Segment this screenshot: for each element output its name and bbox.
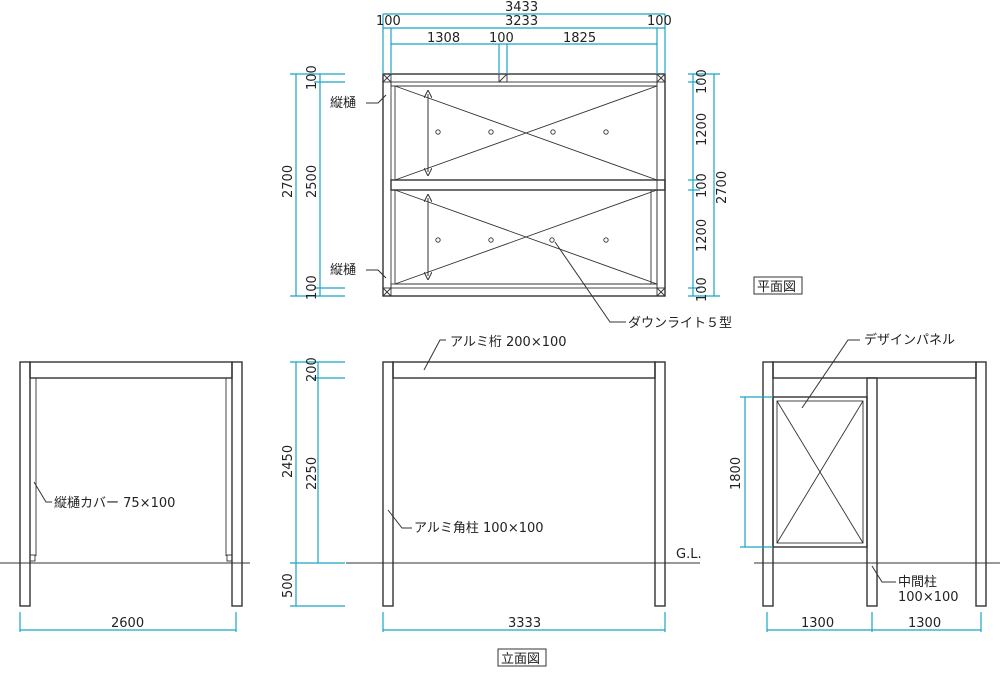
dim-plan-right-edge: 100: [647, 14, 672, 29]
dim-back-left: 1300: [801, 616, 834, 631]
back-dimensions: [740, 396, 982, 632]
dim-plan-right-bay1: 1200: [695, 113, 710, 146]
downlight-leader: [554, 241, 626, 323]
plan-view: 縦樋 縦樋 ダウンライト５型 平面図: [330, 73, 803, 331]
plan-outer-frame: [382, 73, 666, 297]
front-elevation: アルミ桁 200×100 アルミ角柱 100×100: [382, 335, 666, 607]
dim-plan-right-top: 100: [695, 69, 710, 94]
dim-plan-mid: 100: [489, 31, 514, 46]
dim-plan-inner: 3233: [505, 14, 538, 29]
beam-leader: [423, 339, 446, 371]
side-gutter-foot-left: [29, 554, 36, 562]
dim-front-clear: 2250: [305, 457, 320, 490]
side-beam: [29, 361, 233, 379]
dim-plan-bay-left: 1308: [427, 31, 460, 46]
dim-plan-left-inner: 2500: [305, 165, 320, 198]
plan-top-beam: [390, 81, 658, 87]
dim-plan-right-mid: 100: [695, 173, 710, 198]
downlight-label: ダウンライト５型: [628, 316, 732, 331]
beam-label: アルミ桁 200×100: [450, 335, 567, 350]
dim-front-below: 500: [281, 573, 296, 598]
dim-front-total-height: 2450: [281, 445, 296, 478]
dim-side-width: 2600: [111, 616, 144, 631]
side-left-post: [19, 361, 31, 607]
dim-plan-total: 3433: [505, 0, 538, 15]
panel-leader: [801, 339, 860, 409]
plan-bottom-beam: [390, 283, 658, 289]
elevation-label-box: [497, 648, 547, 667]
dim-plan-left-top: 100: [305, 65, 320, 90]
gutter-leader-bottom: [366, 269, 387, 279]
side-dimensions: [19, 612, 237, 632]
front-left-post: [382, 361, 394, 607]
ground-label: G.L.: [676, 547, 702, 562]
front-dimensions: [290, 361, 666, 632]
plan-middle-beam: [390, 179, 666, 191]
plan-dimension-text: 3433 100 3233 100 1308 100 1825 2700 250…: [281, 0, 730, 302]
post-label: アルミ角柱 100×100: [414, 521, 544, 536]
dim-plan-right-bottom: 100: [695, 277, 710, 302]
dim-front-beam: 200: [305, 357, 320, 382]
dim-back-panel-height: 1800: [729, 457, 744, 490]
dim-plan-bay-right: 1825: [563, 31, 596, 46]
side-elevation: 縦樋カバー 75×100: [19, 361, 243, 607]
dim-plan-right-bay2: 1200: [695, 219, 710, 252]
design-panel: [772, 396, 868, 548]
ground-lines: G.L.: [0, 547, 1000, 564]
side-right-post: [231, 361, 243, 607]
elevation-label: 立面図: [501, 652, 540, 667]
dim-plan-left-total: 2700: [281, 165, 296, 198]
downlight-markers: [435, 129, 609, 243]
back-beam: [772, 361, 977, 379]
gutter-label-top: 縦樋: [330, 95, 356, 111]
plan-bay-2: [394, 189, 658, 285]
back-right-post: [975, 361, 987, 607]
plan-label-box: [753, 276, 803, 295]
front-dimension-text: 2450 200 2250 500 3333: [281, 357, 541, 631]
back-elevation: デザインパネル 中間柱 100×100: [762, 332, 987, 607]
gutter-leader-top: [366, 94, 387, 104]
dim-plan-right-total: 2700: [715, 171, 730, 204]
mid-post-leader: [871, 565, 896, 583]
back-left-post: [762, 361, 774, 607]
mid-post-label-2: 100×100: [898, 590, 959, 605]
plan-label: 平面図: [757, 280, 796, 295]
plan-corner-posts: [382, 73, 666, 297]
side-gutter-foot-right: [226, 554, 233, 562]
front-right-post: [654, 361, 666, 607]
back-dimension-text: 1800 1300 1300: [729, 457, 941, 631]
plan-dimensions: [290, 13, 720, 297]
gutter-cover-label: 縦樋カバー 75×100: [54, 495, 175, 511]
gutter-cover-leader: [33, 481, 52, 503]
panel-label: デザインパネル: [864, 332, 955, 348]
front-beam: [392, 361, 656, 379]
mid-post-label-1: 中間柱: [898, 575, 937, 590]
post-leader: [387, 509, 412, 529]
dim-plan-left-edge: 100: [376, 14, 401, 29]
dim-back-right: 1300: [908, 616, 941, 631]
plan-bay-1: [394, 85, 658, 181]
gutter-label-bottom: 縦樋: [330, 262, 356, 278]
dim-plan-left-bottom: 100: [305, 275, 320, 300]
dim-front-width: 3333: [508, 616, 541, 631]
